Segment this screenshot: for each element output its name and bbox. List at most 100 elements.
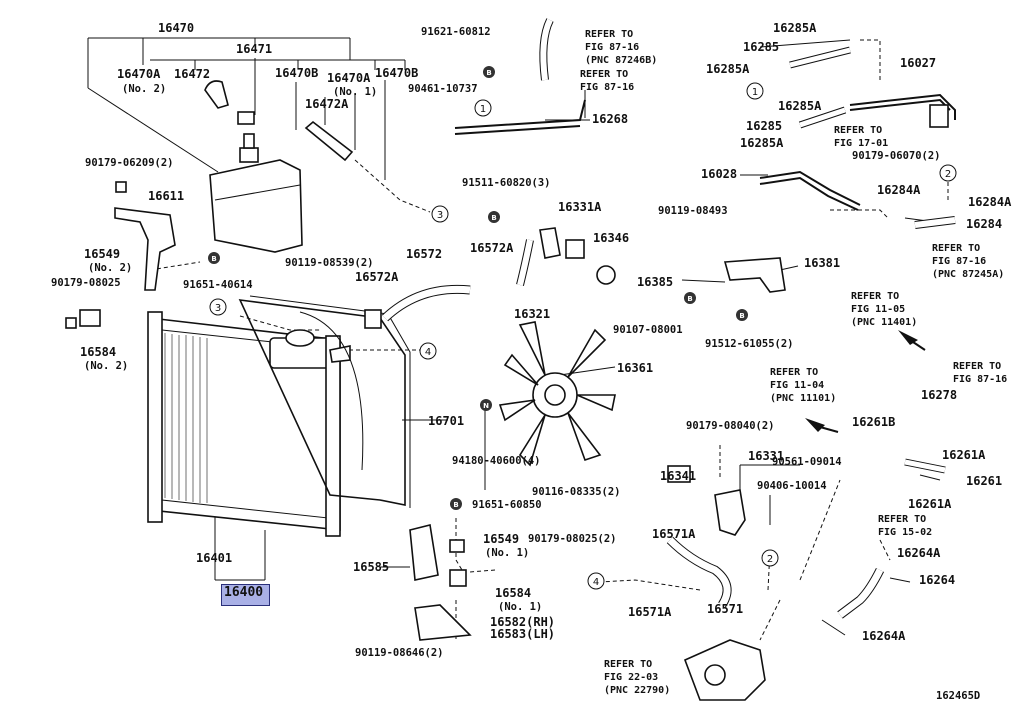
reservoir-tank	[204, 80, 354, 253]
part-label: 16264A	[862, 629, 906, 643]
part-label: 16285	[743, 40, 779, 54]
callout-3-a: 3	[431, 205, 449, 223]
part-label: 16584	[80, 345, 116, 359]
standard-part-symbol-b: B	[483, 66, 495, 78]
part-label: 16381	[804, 256, 840, 270]
part-label: 16341	[660, 469, 696, 483]
selected-part-highlight[interactable]	[221, 584, 270, 606]
part-labels: 16470 16471 16470A (No. 2) 16472 16470B …	[51, 21, 1012, 702]
refer-note: REFER TO	[604, 659, 652, 670]
part-label: 16346	[593, 231, 629, 245]
refer-note: (PNC 11101)	[770, 393, 836, 404]
svg-text:B: B	[739, 312, 744, 320]
part-label: 16261	[966, 474, 1002, 488]
svg-text:4: 4	[593, 577, 599, 588]
callout-4-a: 4	[419, 342, 437, 360]
part-label: 16470A	[327, 71, 371, 85]
standard-part-symbol-b: B	[488, 211, 500, 223]
refer-note: FIG 22-03	[604, 672, 658, 683]
svg-text:N: N	[483, 402, 489, 410]
part-label: 16385	[637, 275, 673, 289]
part-label: 16549	[483, 532, 519, 546]
part-label: 16472A	[305, 97, 349, 111]
part-label: 16572A	[355, 270, 399, 284]
svg-text:B: B	[453, 501, 458, 509]
part-label: 16278	[921, 388, 957, 402]
part-label: 90119-08646(2)	[355, 647, 444, 659]
part-label: 16571A	[628, 605, 672, 619]
part-label: 90119-08493	[658, 205, 728, 217]
part-label: 16611	[148, 189, 184, 203]
part-label: 90179-08025(2)	[528, 533, 617, 545]
part-label: 91621-60812	[421, 26, 491, 38]
part-label: 16584	[495, 586, 531, 600]
radiator-hoses	[381, 18, 956, 619]
svg-text:2: 2	[945, 169, 951, 180]
part-label: 16471	[236, 42, 272, 56]
heater-pipes	[454, 93, 956, 211]
refer-note: REFER TO	[770, 367, 818, 378]
refer-note: REFER TO	[851, 291, 899, 302]
part-label: (No. 1)	[498, 601, 542, 613]
standard-part-symbol-b: B	[684, 292, 696, 304]
part-label: 16261A	[942, 448, 986, 462]
callout-1-a: 1	[474, 99, 492, 117]
refer-note: FIG 87-16	[953, 374, 1007, 385]
part-label: 91651-60850	[472, 499, 542, 511]
standard-part-symbol-b: B	[450, 498, 462, 510]
part-label: 90116-08335(2)	[532, 486, 621, 498]
part-label: (No. 1)	[485, 547, 529, 559]
part-label: 90461-10737	[408, 83, 478, 95]
selected-part-number[interactable]: 16400	[224, 585, 264, 600]
part-label: 90179-06209(2)	[85, 157, 174, 169]
reference-notes: REFER TO FIG 87-16 (PNC 87246B) REFER TO…	[580, 29, 1007, 696]
svg-text:B: B	[486, 69, 491, 77]
part-label: (No. 1)	[333, 86, 377, 98]
water-outlet	[539, 227, 786, 536]
part-label: 16470	[158, 21, 194, 35]
part-label: 16028	[701, 167, 737, 181]
part-label: 16331	[748, 449, 784, 463]
reservoir-bracket	[114, 181, 176, 291]
callout-1-b: 1	[746, 82, 764, 100]
part-label: 16285A	[740, 136, 784, 150]
part-label: 16571	[707, 602, 743, 616]
part-label: 16261A	[908, 497, 952, 511]
part-label: 16285	[746, 119, 782, 133]
part-label: 90406-10014	[757, 480, 827, 492]
svg-text:B: B	[491, 214, 496, 222]
svg-text:3: 3	[437, 210, 443, 221]
refer-note: REFER TO	[834, 125, 882, 136]
refer-note: REFER TO	[580, 69, 628, 80]
part-label: 94180-40600(4)	[452, 455, 541, 467]
refer-note: (PNC 11401)	[851, 317, 917, 328]
svg-text:4: 4	[425, 347, 431, 358]
part-label: 90119-08539(2)	[285, 257, 374, 269]
svg-text:B: B	[211, 255, 216, 263]
part-label: 16401	[196, 551, 232, 565]
refer-note: (PNC 87245A)	[932, 269, 1004, 280]
part-label: 16264	[919, 573, 955, 587]
callout-4-b: 4	[587, 572, 605, 590]
standard-part-symbol-n: N	[480, 399, 492, 411]
part-label: 16264A	[897, 546, 941, 560]
part-label: 16268	[592, 112, 628, 126]
part-label: 16572	[406, 247, 442, 261]
part-label: 16470B	[275, 66, 318, 80]
part-label: 16472	[174, 67, 210, 81]
refer-note: FIG 11-05	[851, 304, 905, 315]
part-label: 90179-08040(2)	[686, 420, 775, 432]
part-label: 90179-08025	[51, 277, 121, 289]
water-pump	[683, 639, 766, 701]
part-label: 16321	[514, 307, 550, 321]
refer-note: FIG 17-01	[834, 138, 888, 149]
refer-note: FIG 87-16	[585, 42, 639, 53]
part-label: 16549	[84, 247, 120, 261]
part-label: 16285A	[773, 21, 817, 35]
part-label: 90179-06070(2)	[852, 150, 941, 162]
part-label: 16331A	[558, 200, 602, 214]
refer-note: REFER TO	[585, 29, 633, 40]
callout-2-b: 2	[761, 549, 779, 567]
